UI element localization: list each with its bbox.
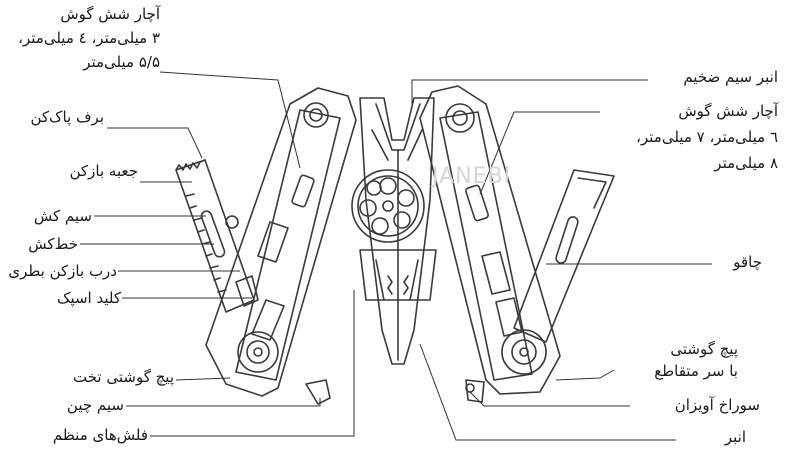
- label-knife: چاقو: [733, 253, 762, 271]
- label-line: ۳ میلی‌متر، ٤ میلی‌متر،: [18, 29, 160, 47]
- label-line: ۸ میلی‌متر: [714, 154, 778, 172]
- knife-blade: [513, 169, 615, 343]
- watermark-text: JANEBI: [432, 164, 512, 189]
- center-pliers: [359, 97, 437, 365]
- label-line: آچار شش گوش: [678, 102, 778, 120]
- label-pliers: انبر: [724, 428, 746, 446]
- leader-hex-large: [479, 111, 600, 195]
- label-thick-wire-plier: انبر سیم ضخیم: [683, 68, 778, 86]
- label-line: با سر متقاطع: [654, 362, 738, 380]
- label-snow-cleaner: برف پاک‌کن: [30, 108, 105, 126]
- label-wire-cutter: سیم چین: [66, 396, 124, 414]
- label-line: ۵/۵ میلی‌متر: [83, 53, 160, 71]
- leader-hex-small: [159, 71, 301, 169]
- label-hanging-hole: سوراخ آویزان: [674, 396, 760, 414]
- leader-wire-cutter: [126, 398, 321, 407]
- leader-pliers: [419, 343, 676, 441]
- label-line: پیچ گوشتی: [670, 340, 738, 358]
- leader-flat-screwdriver: [175, 377, 231, 381]
- label-hex-bits-small: آچار شش گوش ۳ میلی‌متر، ٤ میلی‌متر، ۵/۵ …: [18, 5, 160, 71]
- label-line: ٦ میلی‌متر، ۷ میلی‌متر،: [636, 128, 778, 146]
- label-wire-puller: سیم کش: [33, 207, 92, 225]
- leader-regular-arrows: [150, 290, 355, 437]
- label-scribe: خط‌کش: [28, 235, 78, 253]
- label-regular-arrows: فلش‌های منظم: [52, 426, 148, 444]
- label-spoke-key: کلید اسپک: [57, 289, 121, 307]
- label-box-opener: جعبه بازکن: [69, 162, 138, 180]
- bit-holder-wheel: [351, 169, 425, 243]
- label-hex-bits-large: آچار شش گوش ٦ میلی‌متر، ۷ میلی‌متر، ۸ می…: [636, 102, 778, 172]
- leader-thick-wire: [411, 79, 648, 104]
- leader-snow-cleaner: [107, 127, 203, 159]
- label-line: آچار شش گوش: [60, 5, 160, 23]
- left-handle: [205, 87, 357, 397]
- label-flat-screwdriver: پیچ گوشتی تخت: [73, 368, 174, 386]
- label-cross-screwdriver: پیچ گوشتی با سر متقاطع: [654, 340, 738, 380]
- bottom-pivots: [305, 379, 485, 405]
- right-handle: [419, 85, 561, 395]
- leader-cross-screwdriver: [555, 369, 615, 381]
- leader-hanging-hole: [469, 391, 630, 407]
- label-battery-opener: درب بازکن بطری: [8, 262, 117, 280]
- ruler-saw-blade: [175, 159, 259, 313]
